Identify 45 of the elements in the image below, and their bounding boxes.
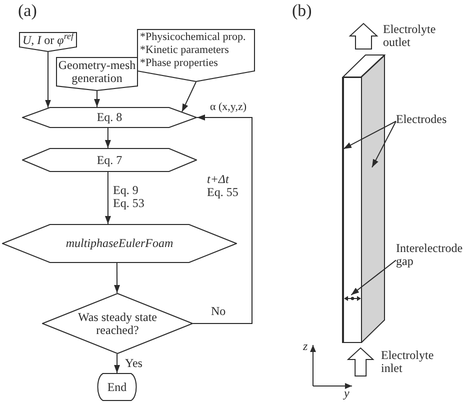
gap-width-mark — [344, 296, 361, 301]
process-hexagon — [22, 107, 197, 128]
leader-line — [372, 120, 396, 168]
flow-label: Electrolyte inlet — [381, 349, 435, 375]
node-text: Geometry-mesh generation — [57, 59, 137, 85]
inlet-flow-arrow — [346, 347, 374, 376]
callout-label: Interelectrode gap — [396, 242, 470, 270]
input-box — [56, 57, 138, 91]
electrode-face — [361, 55, 385, 343]
node-text: Was steady state reached? — [76, 310, 158, 336]
leader-line — [343, 120, 396, 150]
arrow — [45, 52, 51, 108]
node-text: *Kinetic parameters — [140, 44, 229, 57]
flow-label: Electrolyte outlet — [383, 23, 437, 49]
arrow — [114, 262, 120, 294]
parameter-box — [137, 29, 255, 82]
input-box — [19, 32, 77, 52]
node-text: *Phase properties — [140, 57, 218, 70]
process-hexagon — [22, 148, 197, 172]
panel-label: (b) — [292, 1, 312, 21]
arrow — [104, 172, 111, 224]
axis-label: z — [303, 340, 308, 353]
equation-label: Eq. 55 — [207, 186, 238, 199]
loop-variable-label: α (x,y,z) — [210, 101, 247, 113]
arrow — [114, 354, 120, 374]
time-step-label: t+Δt — [207, 173, 229, 186]
axis-label: y — [344, 387, 350, 400]
node-text: *Physicochemical prop. — [140, 31, 246, 44]
end-terminal — [95, 373, 139, 401]
edge-label: Yes — [125, 357, 142, 370]
node-text: Eq. 7 — [96, 154, 122, 166]
arrow — [104, 128, 111, 148]
leader-line — [350, 260, 396, 296]
edge-label: No — [211, 305, 226, 318]
node-text: End — [107, 380, 127, 394]
node-text: Eq. 8 — [96, 111, 122, 124]
panel-label: (a) — [18, 1, 37, 21]
node-text: multiphaseEulerFoam — [66, 237, 174, 250]
callout-label: Electrodes — [396, 113, 456, 128]
solver-hexagon — [2, 224, 237, 263]
feedback-arrow — [192, 114, 252, 324]
arrow — [181, 82, 196, 112]
arrow — [94, 90, 100, 108]
decision-diamond — [42, 293, 193, 354]
node-text: U, I or φ$^{ref}$ — [22, 34, 74, 46]
